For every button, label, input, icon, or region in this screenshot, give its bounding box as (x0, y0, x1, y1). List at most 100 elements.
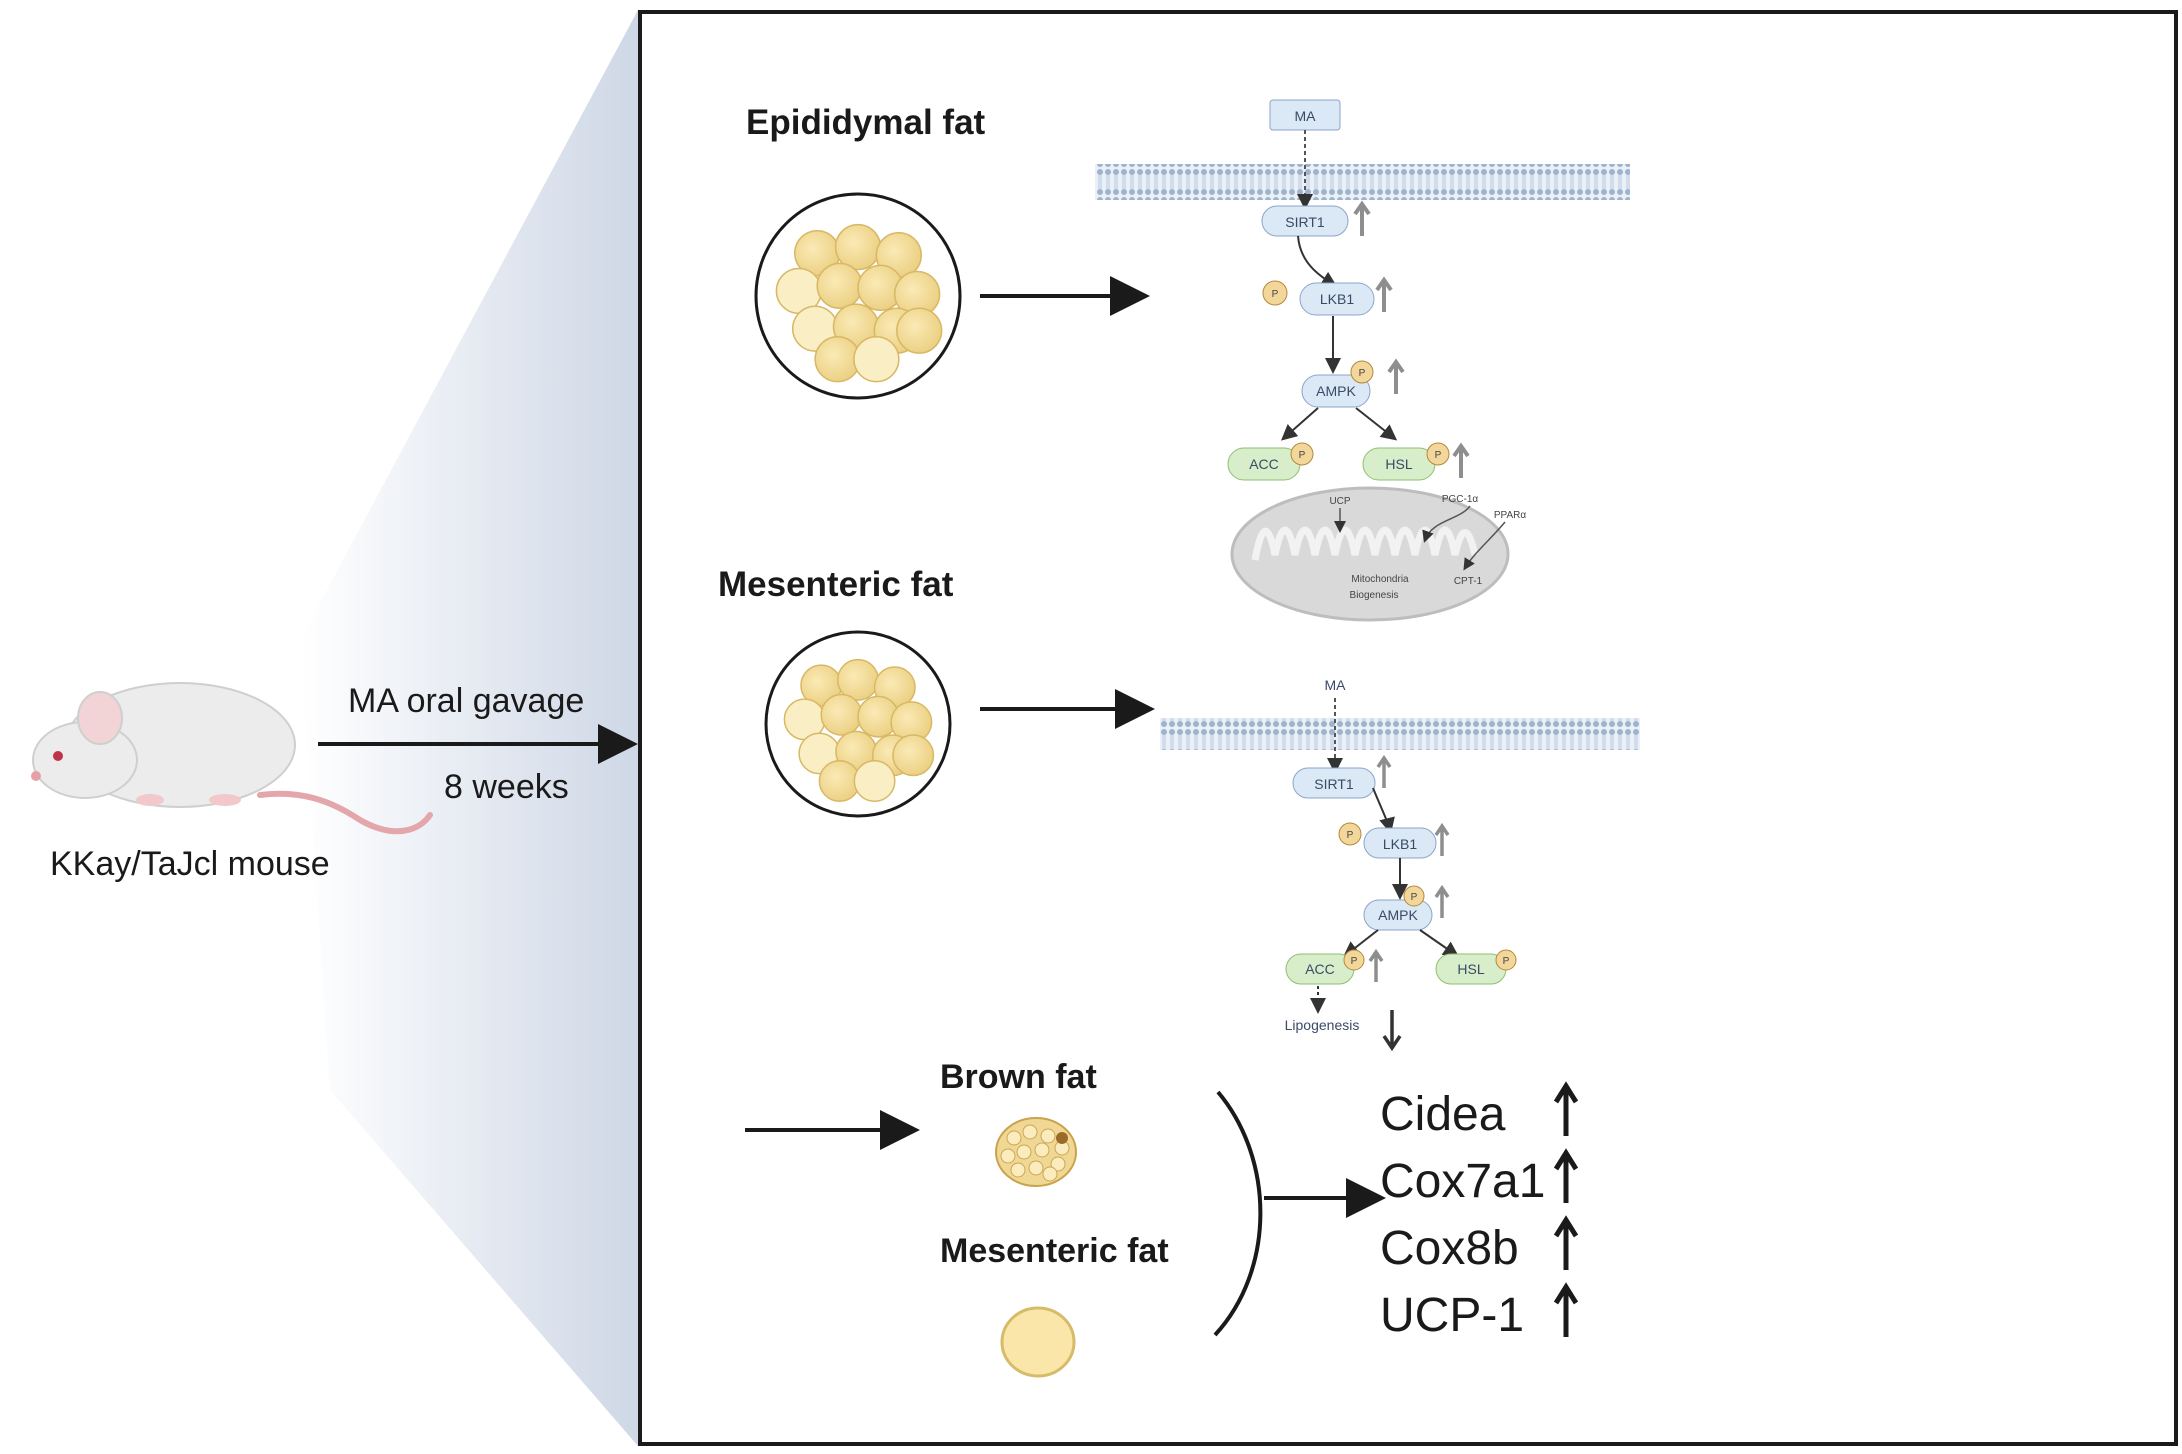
up-arrow-ucp-1 (1553, 1282, 1579, 1337)
phospho-hsl-label-1: P (1435, 450, 1442, 461)
cpt1-label: CPT-1 (1454, 576, 1483, 587)
lipogenesis-label: Lipogenesis (1285, 1017, 1360, 1033)
lkb1-label-2: LKB1 (1383, 836, 1417, 852)
brown-fat-mark (1056, 1132, 1068, 1144)
hsl-label-2: HSL (1457, 961, 1484, 977)
gene-label-cidea: Cidea (1380, 1088, 1506, 1141)
fat-cell (853, 760, 896, 803)
epididymal-membrane (1095, 164, 1630, 200)
up-arrow-cidea (1553, 1081, 1579, 1136)
ucp-small-label: UCP (1329, 496, 1350, 507)
ppara-arrow (1463, 521, 1506, 571)
mito-label-line2: Biogenesis (1350, 590, 1399, 601)
fat-cell (816, 262, 863, 309)
up-arrow-sirt1-2 (1376, 754, 1392, 788)
hsl-label-1: HSL (1385, 456, 1412, 472)
mouse-illustration (31, 682, 433, 835)
sirt1-to-lkb1-arrow-1 (1297, 235, 1338, 288)
up-arrow-cox8b (1553, 1215, 1579, 1270)
up-arrow-hsl-1 (1452, 442, 1470, 478)
up-arrow-sirt1-1 (1353, 200, 1371, 236)
phospho-acc-2 (1343, 949, 1365, 971)
gene-label-ucp-1: UCP-1 (1380, 1289, 1524, 1342)
phospho-hsl-1 (1426, 442, 1450, 466)
up-arrow-acc-2 (1368, 948, 1384, 982)
treatment-label: MA oral gavage (348, 682, 584, 720)
ampk-node-2 (1363, 899, 1433, 931)
epididymal-title: Epididymal fat (746, 103, 986, 142)
phospho-hsl-label-2: P (1503, 956, 1510, 967)
fat-cell (896, 307, 943, 354)
lkb1-label-1: LKB1 (1320, 291, 1354, 307)
combining-bracket (1213, 1090, 1263, 1337)
mesenteric-fat-cell-icon (1000, 1306, 1076, 1378)
brown-fat-droplet (1050, 1156, 1066, 1172)
duration-label: 8 weeks (444, 768, 569, 806)
mitochondrion-icon (1230, 486, 1510, 622)
sirt1-label-1: SIRT1 (1285, 214, 1325, 230)
up-arrow-lkb1-1 (1375, 276, 1393, 312)
ma-label-2: MA (1325, 677, 1347, 693)
gene-label-cox7a1: Cox7a1 (1380, 1155, 1545, 1208)
phospho-ampk-label-2: P (1411, 892, 1418, 903)
down-arrow-lipogenesis (1382, 1010, 1402, 1052)
phospho-acc-label-1: P (1299, 450, 1306, 461)
brown-fat-droplet (1034, 1142, 1050, 1158)
acc-label-2: ACC (1305, 961, 1335, 977)
ampk-label-2: AMPK (1378, 907, 1418, 923)
ampk-to-acc-arrow-1 (1281, 407, 1319, 441)
brown-fat-droplet (1042, 1166, 1058, 1182)
up-arrow-ampk-1 (1387, 358, 1405, 394)
fat-cell (834, 223, 882, 271)
phospho-lkb1-2 (1338, 822, 1362, 846)
epididymal-tissue-icon (754, 192, 962, 400)
phospho-lkb1-label-1: P (1272, 289, 1279, 300)
fat-cell (820, 693, 863, 736)
ma-label-1: MA (1295, 108, 1317, 124)
mesenteric-tissue-icon (764, 630, 952, 818)
ampk-label-1: AMPK (1316, 383, 1356, 399)
up-arrow-cox7a1 (1553, 1148, 1579, 1203)
brown-fat-droplet (1000, 1148, 1016, 1164)
phospho-lkb1-1 (1262, 280, 1288, 306)
mouse-label: KKay/TaJcl mouse (50, 845, 330, 883)
up-arrow-ampk-2 (1434, 884, 1450, 918)
mesenteric-title: Mesenteric fat (718, 565, 954, 604)
fat-cell (853, 336, 900, 383)
brown-fat-title: Brown fat (940, 1058, 1097, 1096)
phospho-ampk-2 (1403, 885, 1425, 907)
phospho-hsl-2 (1495, 949, 1517, 971)
sirt1-node-2 (1292, 767, 1376, 799)
ampk-to-hsl-arrow-1 (1355, 407, 1398, 441)
fat-cell (892, 734, 935, 777)
lkb1-node-1 (1299, 282, 1375, 316)
ampk-to-hsl-arrow-2 (1419, 929, 1460, 958)
phospho-lkb1-label-2: P (1347, 830, 1354, 841)
phospho-acc-label-2: P (1351, 956, 1358, 967)
acc-label-1: ACC (1249, 456, 1279, 472)
mesenteric-fat-bottom-title: Mesenteric fat (940, 1232, 1169, 1270)
mito-label-line1: Mitochondria (1351, 574, 1409, 585)
brown-fat-droplet (1040, 1128, 1056, 1144)
ppara-label: PPARα (1494, 510, 1526, 521)
mesenteric-membrane (1160, 718, 1640, 750)
brown-fat-droplet (1006, 1130, 1022, 1146)
brown-fat-droplet (1010, 1162, 1026, 1178)
brown-fat-droplet (1016, 1144, 1032, 1160)
phospho-ampk-1 (1350, 360, 1374, 384)
gene-label-cox8b: Cox8b (1380, 1222, 1519, 1275)
brown-fat-droplet (1028, 1160, 1044, 1176)
phospho-ampk-label-1: P (1359, 368, 1366, 379)
phospho-acc-1 (1290, 442, 1314, 466)
sirt1-node-1 (1261, 205, 1349, 237)
brown-fat-icon (995, 1117, 1077, 1187)
pgc1a-arrow (1422, 505, 1471, 543)
up-arrow-lkb1-2 (1434, 822, 1450, 856)
zoom-shading (300, 10, 638, 1446)
sirt1-label-2: SIRT1 (1314, 776, 1354, 792)
ampk-node-1 (1301, 374, 1371, 408)
brown-fat-droplet (1022, 1124, 1038, 1140)
pgc1a-label: PGC-1α (1442, 494, 1479, 505)
